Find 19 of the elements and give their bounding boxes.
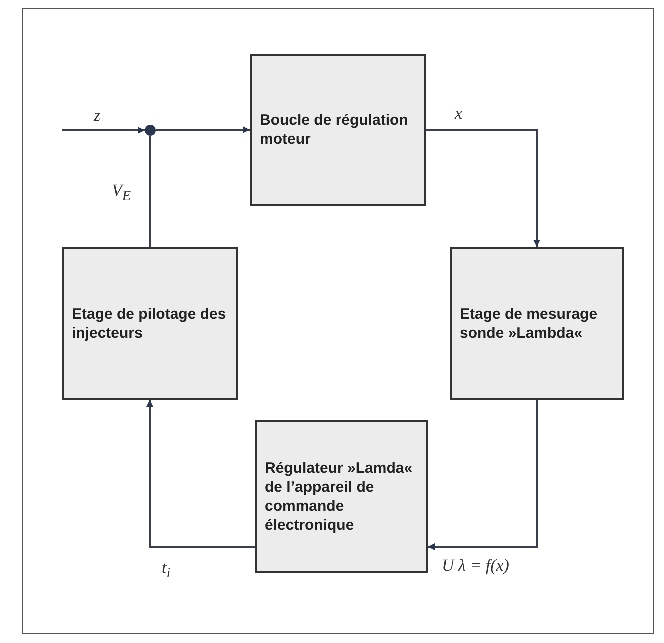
process-box — [255, 420, 428, 573]
edge-label: t$_{i}$ — [162, 558, 171, 582]
edge-label: x — [455, 104, 463, 124]
edge-label: z — [94, 106, 101, 126]
junction-dot — [145, 125, 156, 136]
process-box — [62, 247, 238, 400]
arrow — [62, 127, 145, 134]
box-label: Boucle de régulation moteur — [260, 111, 410, 149]
edge-label: V$_{E}$ — [112, 181, 132, 206]
box-label: Régulateur »Lamda« de l’appareil de commande électronique — [265, 458, 414, 534]
arrow — [428, 400, 538, 550]
box-label: Etage de mesurage sonde »Lambda« — [460, 304, 599, 342]
process-box — [450, 247, 624, 400]
arrow — [156, 126, 250, 134]
box-label: Etage de pilotage des injecteurs — [72, 304, 228, 342]
edge-label: U λ = f(x) — [442, 556, 510, 576]
process-box — [250, 54, 426, 206]
arrow — [426, 129, 540, 247]
arrow — [146, 400, 255, 548]
